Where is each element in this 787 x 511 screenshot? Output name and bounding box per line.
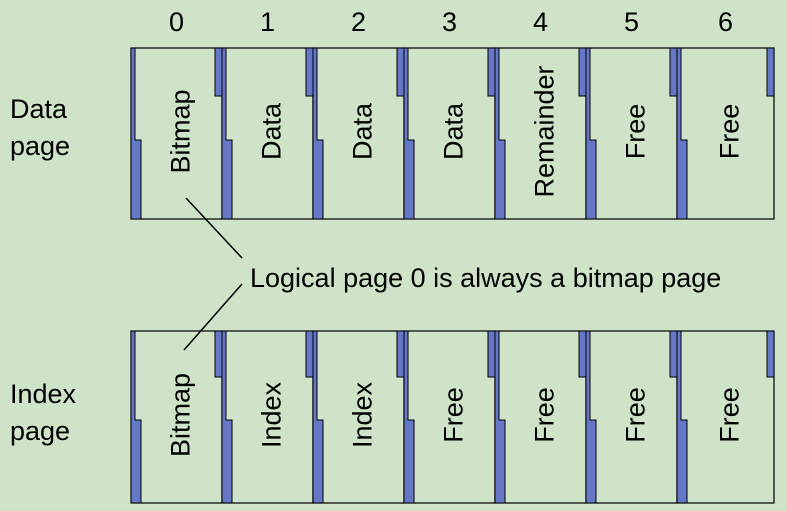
index-page-label: Free xyxy=(530,387,560,443)
data-page-box xyxy=(403,47,496,220)
data-page-left-stripe xyxy=(130,47,142,220)
index-page-6: Free xyxy=(676,330,775,504)
data-page-1: Data xyxy=(221,47,314,220)
data-row-label-line2: page xyxy=(10,131,70,161)
index-page-left-stripe xyxy=(403,330,415,504)
index-page-box xyxy=(676,330,775,504)
data-page-left-stripe xyxy=(403,47,415,220)
data-page-5: Free xyxy=(585,47,678,220)
data-page-6: Free xyxy=(676,47,775,220)
index-page-box xyxy=(403,330,496,504)
data-row-label-line1: Data xyxy=(10,94,68,124)
index-page-label: Index xyxy=(348,381,378,448)
data-page-3: Data xyxy=(403,47,496,220)
data-page-right-stripe xyxy=(396,47,405,97)
index-page-label: Free xyxy=(439,387,469,443)
index-page-0: Bitmap xyxy=(130,330,223,504)
data-page-right-stripe xyxy=(669,47,678,97)
column-numbers: 0 1 2 3 4 5 6 xyxy=(169,7,733,37)
data-page-2: Data xyxy=(312,47,405,220)
data-page-box xyxy=(585,47,678,220)
index-page-right-stripe xyxy=(396,330,405,378)
index-page-right-stripe xyxy=(766,330,775,378)
data-page-label: Remainder xyxy=(530,65,560,197)
index-row-label-line1: Index xyxy=(10,379,77,409)
annotation-connector-index xyxy=(183,283,243,351)
data-page-label: Free xyxy=(715,104,745,160)
data-page-box xyxy=(130,47,223,220)
data-page-0: Bitmap xyxy=(130,47,223,220)
index-page-right-stripe xyxy=(669,330,678,378)
data-page-left-stripe xyxy=(676,47,688,220)
data-page-right-stripe xyxy=(305,47,314,97)
annotation-connector-data xyxy=(185,197,243,259)
column-number-6: 6 xyxy=(718,7,733,37)
index-page-left-stripe xyxy=(676,330,688,504)
index-page-2: Index xyxy=(312,330,405,504)
index-page-right-stripe xyxy=(578,330,587,378)
data-page-right-stripe xyxy=(766,47,775,97)
data-page-row: Bitmap Data Data Data Remainder Free Free xyxy=(130,47,775,220)
annotation-text: Logical page 0 is always a bitmap page xyxy=(250,263,721,293)
data-page-label: Data xyxy=(439,102,469,160)
data-page-label: Free xyxy=(621,104,651,160)
data-page-label: Data xyxy=(257,102,287,160)
index-page-left-stripe xyxy=(130,330,142,504)
index-page-box xyxy=(130,330,223,504)
index-page-label: Free xyxy=(621,387,651,443)
index-page-1: Index xyxy=(221,330,314,504)
column-number-4: 4 xyxy=(533,7,548,37)
data-page-left-stripe xyxy=(312,47,324,220)
index-page-row: Bitmap Index Index Free Free Free Free xyxy=(130,330,775,504)
index-page-box xyxy=(221,330,314,504)
data-page-left-stripe xyxy=(585,47,597,220)
data-page-box xyxy=(312,47,405,220)
column-number-2: 2 xyxy=(351,7,366,37)
index-page-right-stripe xyxy=(487,330,496,378)
index-page-5: Free xyxy=(585,330,678,504)
index-row-label-line2: page xyxy=(10,416,70,446)
index-page-left-stripe xyxy=(585,330,597,504)
column-number-0: 0 xyxy=(169,7,184,37)
index-page-right-stripe xyxy=(214,330,223,378)
index-page-label: Index xyxy=(257,381,287,448)
index-page-right-stripe xyxy=(305,330,314,378)
data-page-box xyxy=(676,47,775,220)
column-number-3: 3 xyxy=(442,7,457,37)
column-number-1: 1 xyxy=(260,7,275,37)
data-page-label: Data xyxy=(348,102,378,160)
index-page-3: Free xyxy=(403,330,496,504)
column-number-5: 5 xyxy=(624,7,639,37)
data-page-right-stripe xyxy=(214,47,223,97)
data-page-box xyxy=(221,47,314,220)
data-page-right-stripe xyxy=(487,47,496,97)
index-page-4: Free xyxy=(494,330,587,504)
index-page-left-stripe xyxy=(312,330,324,504)
index-page-label: Free xyxy=(715,387,745,443)
index-page-label: Bitmap xyxy=(166,373,196,457)
data-page-left-stripe xyxy=(494,47,506,220)
data-page-right-stripe xyxy=(578,47,587,97)
index-page-left-stripe xyxy=(494,330,506,504)
index-page-box xyxy=(585,330,678,504)
data-page-left-stripe xyxy=(221,47,233,220)
data-page-label: Bitmap xyxy=(166,89,196,173)
index-page-left-stripe xyxy=(221,330,233,504)
index-page-box xyxy=(494,330,587,504)
data-page-4: Remainder xyxy=(494,47,587,220)
